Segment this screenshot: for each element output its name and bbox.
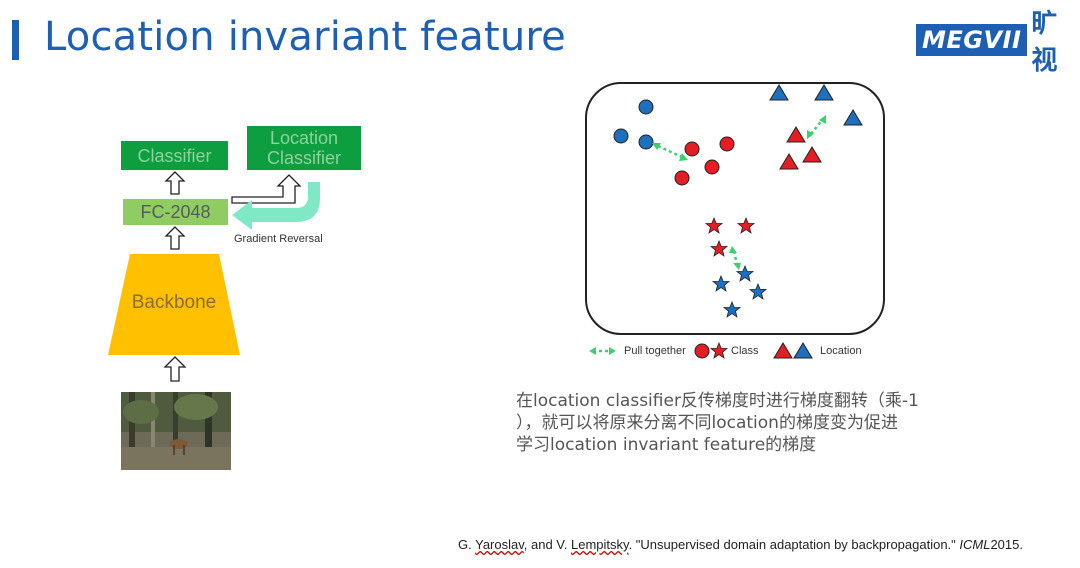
fc-layer-box: FC-2048 [123, 199, 228, 225]
pull-together-arrow [657, 118, 824, 266]
backbone-block [108, 254, 240, 355]
location-triangle-blue [769, 84, 863, 126]
legend-pull-icon [589, 347, 616, 355]
fc-label: FC-2048 [140, 202, 211, 222]
citation: G. Yaroslav, and V. Lempitsky. "Unsuperv… [458, 537, 1023, 552]
citation-author2: Lempitsky [571, 537, 629, 552]
title-accent-bar [12, 20, 19, 60]
class-circle-blue [613, 99, 654, 150]
location-classifier-box: Location Classifier [247, 126, 361, 170]
citation-year: 2015. [990, 537, 1023, 552]
gradient-reversal-arrow [232, 182, 320, 230]
page-title: Location invariant feature [44, 14, 566, 60]
location-classifier-label-line1: Location [269, 128, 339, 148]
legend-location-triangle-red-icon [773, 342, 793, 359]
legend-location-triangle-blue-icon [793, 342, 813, 359]
classifier-box: Classifier [121, 141, 228, 170]
up-arrow-icon [164, 171, 186, 195]
class-star-red [705, 217, 755, 257]
description-line-1: 在location classifier反传梯度时进行梯度翻转（乘-1 [516, 391, 919, 411]
camera-trap-photo [121, 392, 231, 474]
gradient-reversal-label: Gradient Reversal [234, 233, 323, 245]
citation-venue: ICML [959, 537, 991, 552]
description-text: 在location classifier反传梯度时进行梯度翻转（乘-1 ），就可… [516, 390, 946, 456]
legend-class-circle-icon [694, 343, 710, 359]
citation-prefix: G. [458, 537, 476, 552]
citation-title: . "Unsupervised domain adaptation by bac… [628, 537, 960, 552]
classifier-label: Classifier [137, 145, 212, 166]
location-triangle-red [779, 126, 822, 170]
citation-author1: Yaroslav [475, 537, 524, 552]
class-star-blue [712, 265, 767, 318]
legend-class-label: Class [731, 345, 759, 357]
logo-chinese: 旷视 [1031, 9, 1058, 76]
legend-class-star-icon [710, 342, 728, 359]
pull-together-arrowheads [652, 115, 826, 270]
up-arrow-icon [164, 226, 186, 250]
citation-and: , and V. [523, 537, 571, 552]
embedding-space-frame [585, 82, 885, 335]
up-arrow-icon [163, 356, 187, 382]
legend-pull-together-label: Pull together [624, 345, 686, 357]
fc-to-location-arrow [231, 174, 302, 204]
megvii-logo: MEGVII 旷视 [916, 9, 1080, 76]
location-classifier-label-line2: Classifier [266, 148, 341, 168]
backbone-label: Backbone [131, 292, 217, 313]
description-line-3: 学习location invariant feature的梯度 [516, 435, 817, 455]
logo-wordmark: MEGVII [916, 24, 1028, 56]
legend-location-label: Location [820, 345, 862, 357]
description-line-2: ），就可以将原来分离不同location的梯度变为促进 [516, 413, 898, 433]
class-circle-red [674, 136, 735, 186]
